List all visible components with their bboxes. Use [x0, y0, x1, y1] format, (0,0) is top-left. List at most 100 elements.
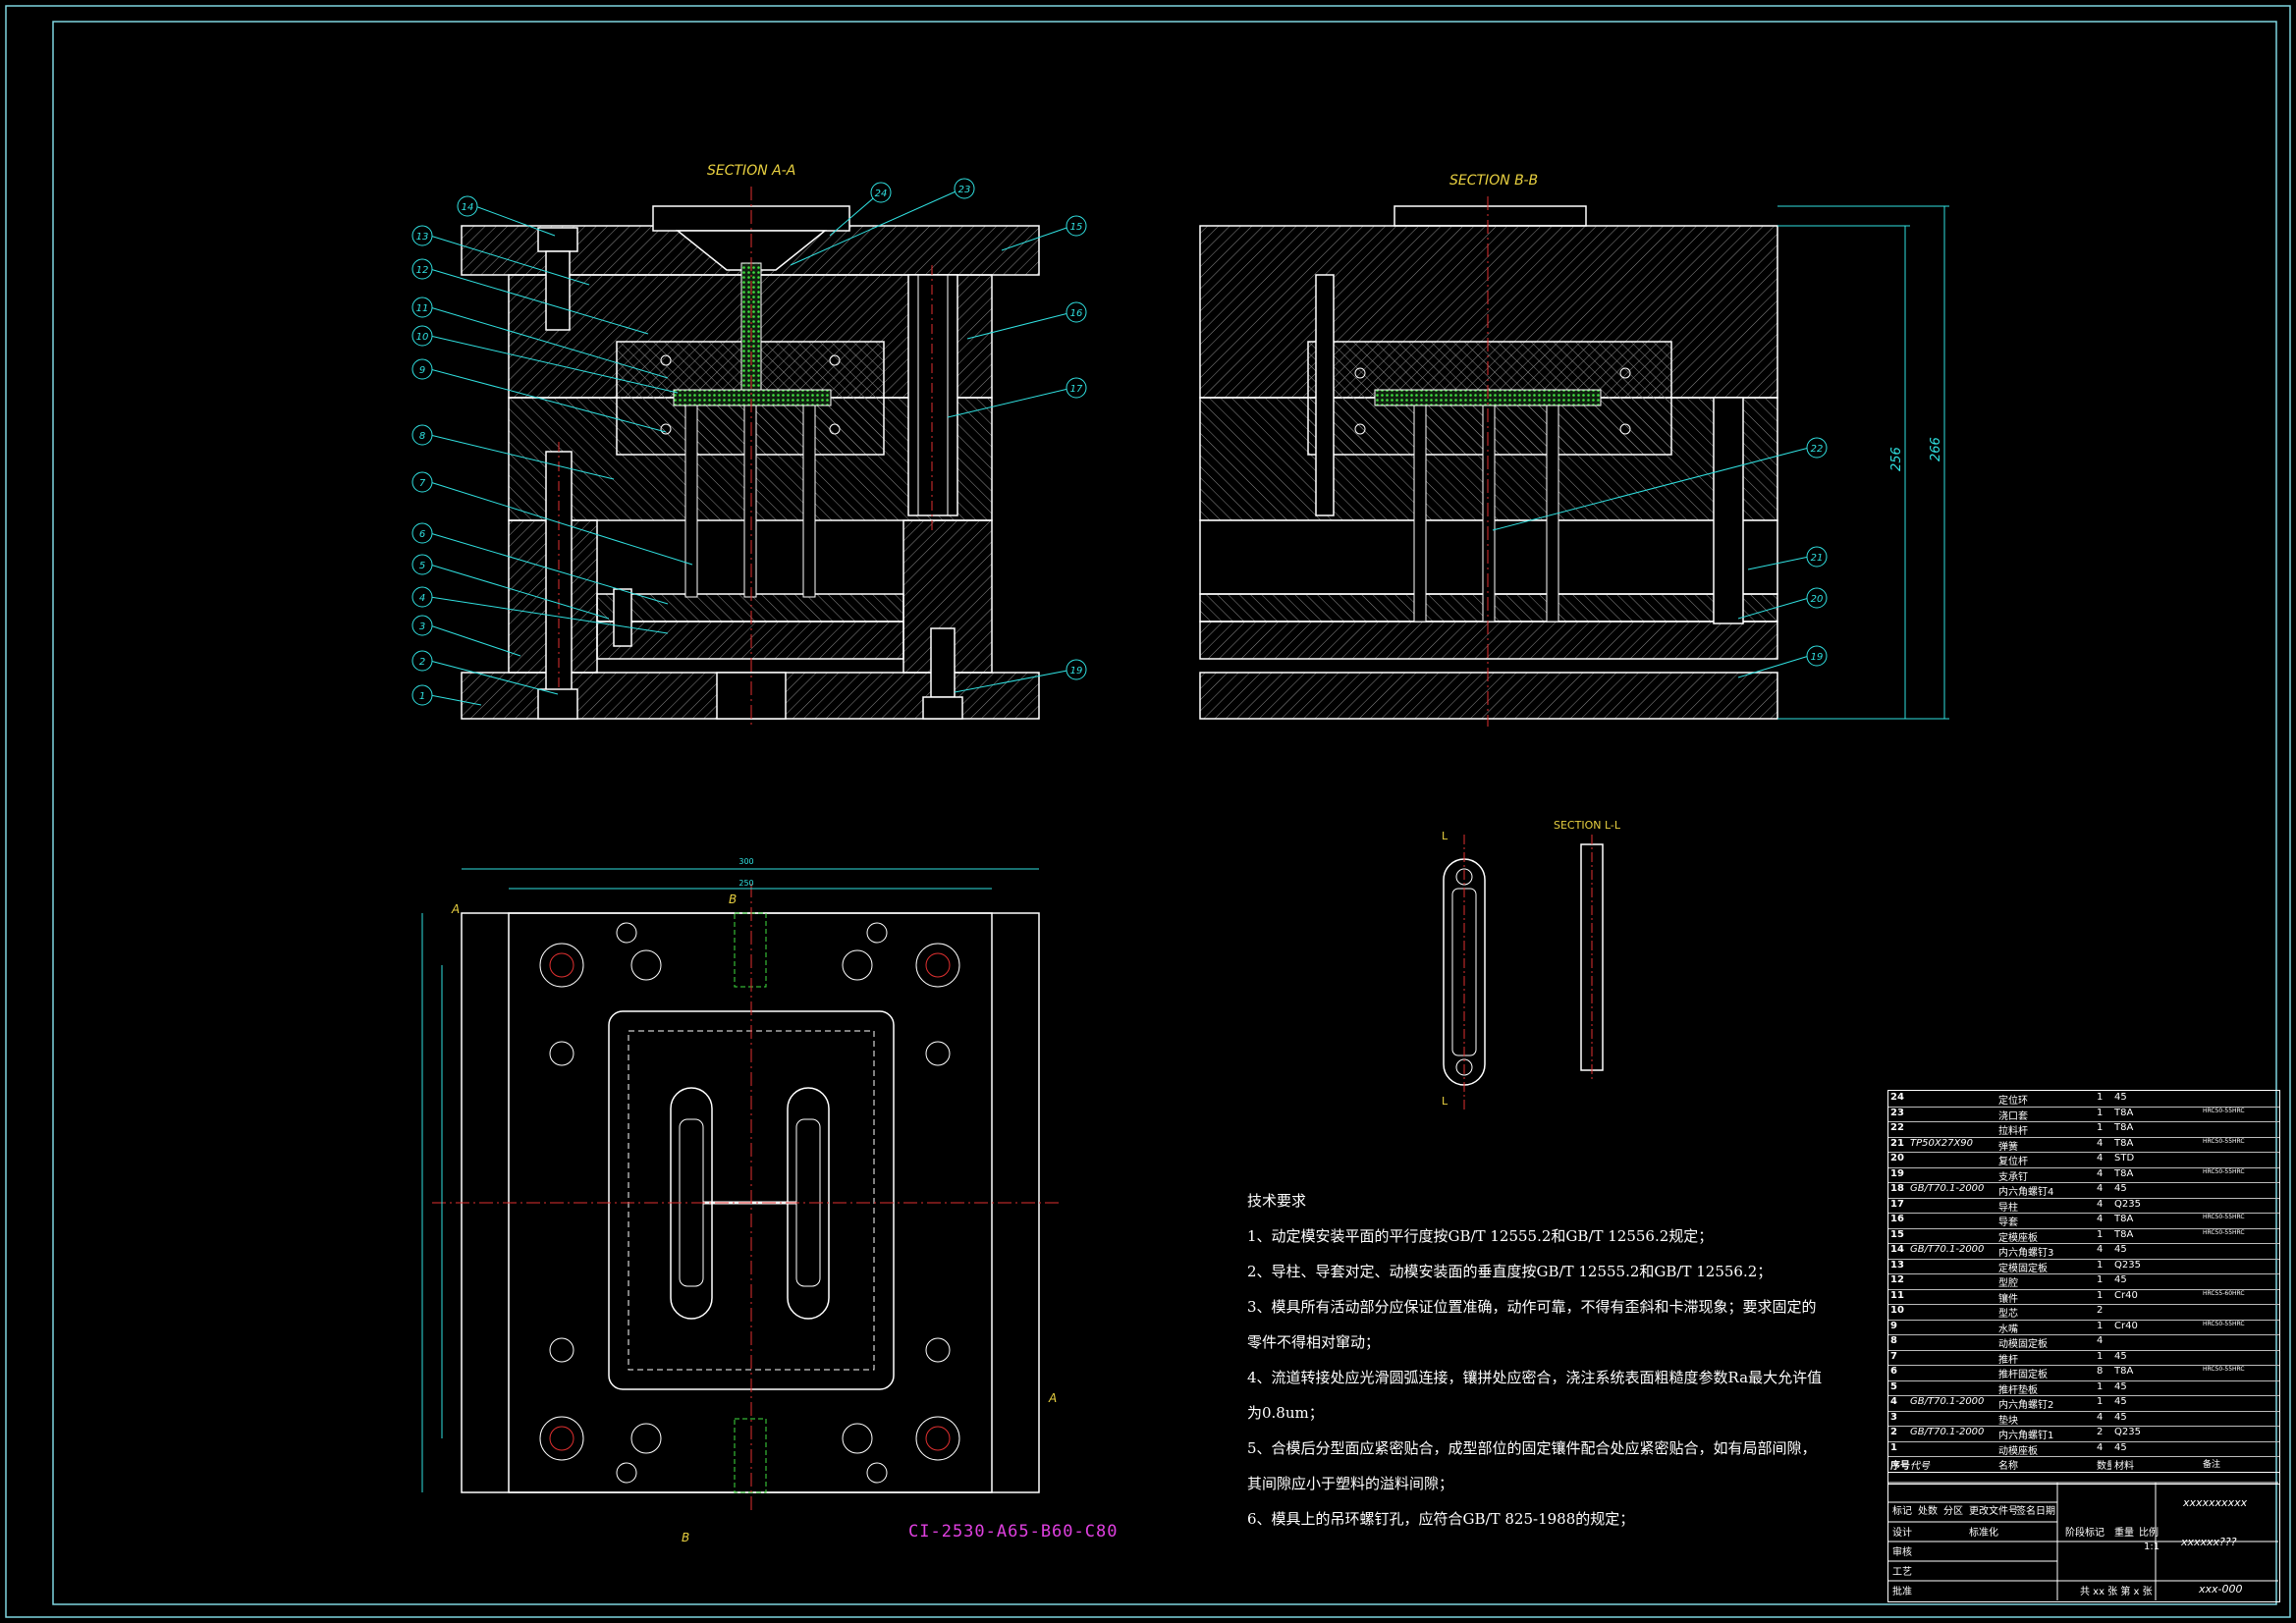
bom-cell-qty: 1 [2097, 1122, 2104, 1133]
section-bb-view: 256 266 [1199, 196, 1949, 727]
bom-cell-mat: T8A [2114, 1137, 2134, 1149]
callout-19-bb: 19 [1811, 652, 1824, 663]
callout-24: 24 [875, 189, 888, 199]
bom-cell-qty: 2 [2097, 1305, 2104, 1316]
notes-title: 技术要求 [1247, 1192, 1307, 1210]
bom-cell-qty: 1 [2097, 1107, 2104, 1118]
bom-cell-mat: 45 [2114, 1274, 2127, 1285]
callout-bubbles-aa [411, 178, 1087, 706]
dim-256: 256 [1889, 447, 1904, 471]
bom-cell-name: 垫块 [1998, 1415, 2018, 1427]
callout-3: 3 [419, 622, 425, 632]
bom-cell-code: GB/T70.1-2000 [1910, 1427, 1985, 1437]
bom-cell-name: 内六角螺钉4 [1998, 1187, 2054, 1198]
bom-cell-name: 拉料杆 [1998, 1126, 2028, 1137]
bom-header-no: 序号 [1890, 1461, 1910, 1472]
callout-4: 4 [419, 593, 425, 604]
bom-cell-note: HRC50-55HRC [2203, 1107, 2245, 1114]
runner [673, 389, 832, 406]
callout-numbers-bb: 22 21 20 19 [1811, 444, 1824, 663]
bom-cell-no: 21 [1890, 1137, 1904, 1149]
note-4: 4、流道转接处应光滑圆弧连接，镶拼处应密合，浇注系统表面粗糙度参数Ra最大允许值 [1247, 1369, 1823, 1386]
bom-header-code: 代号 [1910, 1461, 1930, 1472]
tb-weight: 重量 [2114, 1528, 2134, 1539]
bom-cell-qty: 1 [2097, 1396, 2104, 1407]
bom-cell-no: 15 [1890, 1228, 1904, 1240]
callout-7: 7 [419, 478, 426, 489]
bom-cell-qty: 1 [2097, 1228, 2104, 1240]
note-1: 1、动定模安装平面的平行度按GB/T 12555.2和GB/T 12556.2规… [1247, 1227, 1714, 1245]
bom-cell-no: 2 [1890, 1427, 1897, 1437]
callout-2: 2 [419, 657, 425, 668]
bom-cell-mat: 45 [2114, 1183, 2127, 1194]
callout-22: 22 [1811, 444, 1824, 455]
bom-cell-no: 14 [1890, 1244, 1904, 1255]
bom-cell-mat: 45 [2114, 1441, 2127, 1453]
bom-cell-note: HRC50-55HRC [2203, 1167, 2245, 1175]
bom-cell-mat: Q235 [2114, 1198, 2141, 1210]
bom-cell-name: 动模座板 [1998, 1445, 2038, 1457]
callout-10: 10 [416, 332, 429, 343]
bom-cell-mat: 45 [2114, 1396, 2127, 1407]
bom-cell-name: 导套 [1998, 1217, 2018, 1228]
callout-20: 20 [1811, 594, 1824, 605]
part-detail-view: L L [1442, 830, 1604, 1109]
note-3b: 零件不得相对窜动； [1247, 1333, 1381, 1351]
bom-cell-name: 支承钉 [1998, 1171, 2028, 1183]
callout-8: 8 [419, 431, 425, 442]
mold-base-code: CI-2530-A65-B60-C80 [908, 1522, 1119, 1542]
tb-zone: 分区 [1943, 1506, 1963, 1517]
bom-cell-name: 内六角螺钉3 [1998, 1248, 2054, 1259]
section-mark-b2: B [682, 1531, 689, 1544]
callout-17: 17 [1070, 384, 1083, 395]
bom-cell-no: 7 [1890, 1350, 1897, 1362]
bom-cell-no: 13 [1890, 1259, 1904, 1271]
title-block-grid [1887, 1482, 2278, 1600]
bom-cell-name: 导柱 [1998, 1202, 2018, 1214]
bom-cell-qty: 4 [2097, 1244, 2104, 1255]
bom-cell-code: TP50X27X90 [1910, 1137, 1974, 1149]
tb-count: 处数 [1918, 1506, 1938, 1517]
note-2: 2、导柱、导套对定、动模安装面的垂直度按GB/T 12555.2和GB/T 12… [1247, 1263, 1773, 1280]
dim-266: 266 [1929, 437, 1943, 461]
bom-cell-no: 9 [1890, 1320, 1897, 1331]
bom-cell-mat: T8A [2114, 1366, 2134, 1377]
bom-cell-mat: T8A [2114, 1214, 2134, 1224]
bom-cell-mat: T8A [2114, 1122, 2134, 1133]
callout-15: 15 [1070, 222, 1083, 233]
technical-notes: 技术要求 1、动定模安装平面的平行度按GB/T 12555.2和GB/T 125… [1247, 1183, 1823, 1537]
bom-cell-qty: 4 [2097, 1137, 2104, 1149]
bom-cell-no: 3 [1890, 1411, 1897, 1423]
bom-cell-name: 型腔 [1998, 1278, 2018, 1289]
note-4b: 为0.8um； [1247, 1404, 1324, 1422]
bom-cell-no: 11 [1890, 1289, 1904, 1301]
tb-sheets: 共 xx 张 第 x 张 [2080, 1587, 2153, 1597]
callout-numbers-aa: 14 13 12 11 10 9 8 7 6 5 4 3 2 1 24 23 1… [416, 185, 1083, 702]
bom-cell-mat: 45 [2114, 1244, 2127, 1255]
tb-date: 日期 [2036, 1506, 2055, 1517]
bom-cell-no: 12 [1890, 1274, 1904, 1285]
callout-16: 16 [1070, 308, 1083, 319]
tb-mark: 标记 [1892, 1506, 1912, 1517]
bom-cell-name: 推杆固定板 [1998, 1370, 2048, 1380]
bom-cell-no: 18 [1890, 1183, 1904, 1194]
bom-cell-no: 5 [1890, 1380, 1897, 1392]
bom-cell-mat: Q235 [2114, 1259, 2141, 1271]
bom-cell-name: 内六角螺钉2 [1998, 1400, 2054, 1411]
bom-cell-note: HRC50-55HRC [2203, 1137, 2245, 1145]
outer-frame [5, 5, 2291, 1618]
guide-pillar [907, 274, 958, 516]
bom-cell-qty: 4 [2097, 1153, 2104, 1163]
